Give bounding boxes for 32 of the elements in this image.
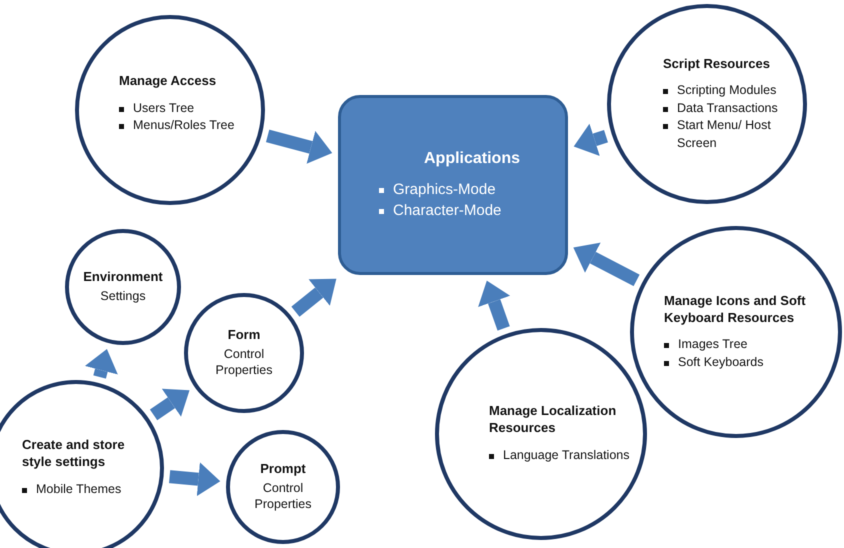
bullet-item: Start Menu/ Host Screen bbox=[663, 117, 803, 152]
arrow bbox=[574, 124, 608, 156]
description: Settings bbox=[100, 288, 146, 305]
arrow bbox=[84, 348, 118, 379]
bullet-item: Language Translations bbox=[489, 447, 630, 465]
bullet-item: Scripting Modules bbox=[663, 82, 776, 100]
bullet-item: Mobile Themes bbox=[22, 481, 122, 499]
arrow bbox=[573, 242, 640, 286]
arrow bbox=[266, 130, 332, 164]
heading: Script Resources bbox=[663, 56, 770, 72]
heading: Applications bbox=[424, 148, 520, 169]
hub-box bbox=[338, 95, 568, 275]
description: Control Properties bbox=[254, 480, 312, 513]
description: Control Properties bbox=[214, 346, 274, 379]
arrow bbox=[478, 280, 510, 331]
arrow bbox=[150, 388, 190, 420]
heading: Environment bbox=[83, 269, 163, 286]
heading: Prompt bbox=[260, 461, 306, 478]
bullet-item: Graphics-Mode bbox=[379, 179, 565, 200]
bullet-item: Character-Mode bbox=[379, 200, 565, 222]
arrow bbox=[169, 462, 220, 496]
bullet-item: Users Tree bbox=[119, 100, 194, 118]
heading: Manage Icons and Soft Keyboard Resources bbox=[664, 292, 807, 326]
heading: Manage Localization Resources bbox=[489, 403, 618, 438]
heading: Manage Access bbox=[119, 73, 216, 90]
bullet-item: Menus/Roles Tree bbox=[119, 117, 234, 135]
bullet-item: Soft Keyboards bbox=[664, 354, 764, 372]
arrow bbox=[291, 278, 336, 317]
bullet-item: Data Transactions bbox=[663, 100, 778, 118]
heading: Create and store style settings bbox=[22, 437, 126, 472]
bullet-item: Images Tree bbox=[664, 336, 748, 354]
heading: Form bbox=[228, 327, 260, 344]
